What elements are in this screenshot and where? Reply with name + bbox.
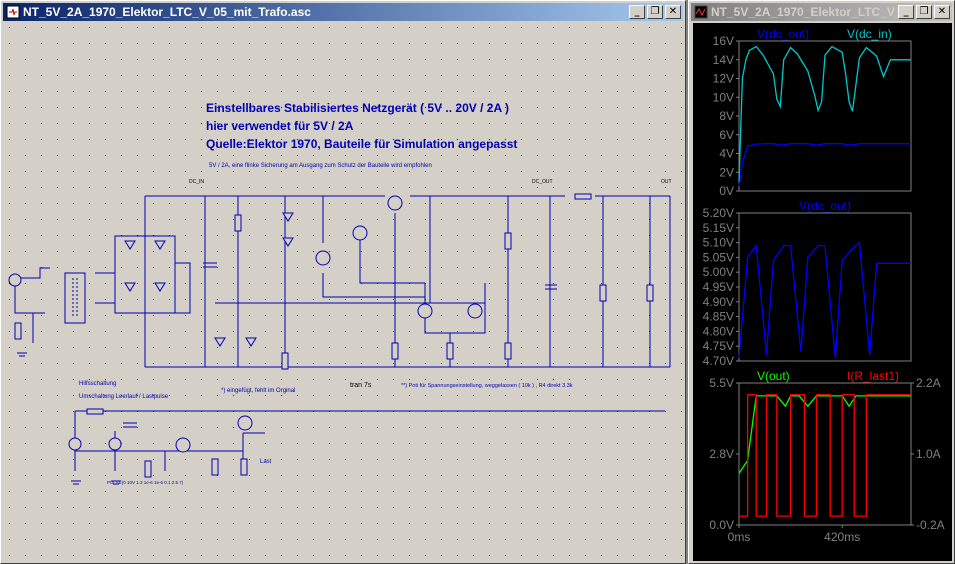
minimize-button[interactable]: _ (629, 5, 645, 19)
note-fuse: 5V / 2A, eine flinke Sicherung am Ausgan… (209, 163, 432, 169)
trace-label[interactable]: V(out) (757, 369, 790, 383)
y-tick-label: 5.00V (703, 265, 734, 279)
y-tick-label: 6V (719, 128, 734, 142)
waveform-window[interactable]: NT_5V_2A_1970_Elektor_LTC_V_05_mit_Trafo… (688, 0, 955, 564)
y-tick-label: 2V (719, 165, 734, 179)
y-tick-label: 5.05V (703, 250, 734, 264)
heading-line-3: Quelle:Elektor 1970, Bauteile für Simula… (206, 137, 517, 151)
trace-label[interactable]: I(R_last1) (847, 369, 899, 383)
y-tick-label: 12V (713, 72, 734, 86)
y-tick-label: 5.15V (703, 221, 734, 235)
y2-tick-label: 2.2A (916, 376, 941, 390)
plot-pane-1-frame[interactable] (738, 40, 912, 192)
minimize-button[interactable]: _ (898, 5, 914, 19)
components (8, 193, 654, 485)
series-line (738, 241, 911, 359)
waveform-title-bar[interactable]: NT_5V_2A_1970_Elektor_LTC_V_05_mit_Trafo… (691, 3, 952, 21)
y2-tick-label: 1.0A (916, 447, 941, 461)
plot-pane-3-frame[interactable] (738, 382, 912, 526)
y-tick-label: 4V (719, 147, 734, 161)
restore-button[interactable]: ❐ (647, 5, 663, 19)
waveform-title: NT_5V_2A_1970_Elektor_LTC_V_05_mit_Trafo… (711, 5, 952, 19)
y-tick-label: 4.85V (703, 310, 734, 324)
trace-label[interactable]: V(dc_in) (847, 27, 892, 41)
series-line (738, 143, 911, 187)
grid-dots (5, 23, 682, 561)
y-tick-label: 10V (713, 90, 734, 104)
note-poti: **) Poti für Spannungseinstellung, wegge… (401, 383, 573, 389)
series-line (738, 395, 911, 474)
y-tick-label: 14V (713, 53, 734, 67)
x-tick-label: 420ms (824, 530, 860, 544)
series-line (739, 394, 911, 517)
waveform-area[interactable]: V(dc_out) V(dc_in) 16V 14V 12V 10V 8V 6V 4V 2V 0V V… (693, 23, 952, 561)
close-button[interactable]: ✕ (665, 5, 681, 19)
schematic-window[interactable]: NT_5V_2A_1970_Elektor_LTC_V_05_mit_Trafo… (0, 0, 686, 564)
close-button[interactable]: ✕ (934, 5, 950, 19)
y-tick-label: 5.5V (709, 376, 734, 390)
series-line (738, 45, 911, 182)
schematic-title-bar[interactable]: NT_5V_2A_1970_Elektor_LTC_V_05_mit_Trafo… (3, 3, 683, 21)
umschalt-label: Umschaltung Leerlauf / Lastpulse (79, 394, 169, 400)
heading-line-2: hier verwendet für 5V / 2A (206, 119, 354, 133)
net-label-dc-out: DC_OUT (532, 179, 553, 185)
y-tick-label: 4.75V (703, 339, 734, 353)
note-inserted: *) eingefügt, fehlt im Orginal (221, 388, 295, 394)
y-tick-label: 8V (719, 109, 734, 123)
tran-directive[interactable]: tran 7s (350, 382, 372, 389)
pulse-label: PULSE(0 10V 1.3 1e-6 1e-6 0.1 2.5 7) (107, 480, 184, 485)
y-tick-label: 4.95V (703, 280, 734, 294)
net-label-dc-in: DC_IN (189, 179, 204, 185)
y-tick-label: 4.80V (703, 324, 734, 338)
y-tick-label: 5.20V (703, 206, 734, 220)
y2-tick-label: -0.2A (916, 518, 945, 532)
hilfs-label: Hilfsschaltung (79, 381, 116, 387)
y-tick-label: 16V (713, 34, 734, 48)
restore-button[interactable]: ❐ (916, 5, 932, 19)
circuit-wires (14, 195, 671, 471)
schematic-canvas[interactable]: Einstellbares Stabilisiertes Netzgerät (… (5, 23, 682, 561)
x-tick-label: 0ms (728, 530, 751, 544)
schematic-title: NT_5V_2A_1970_Elektor_LTC_V_05_mit_Trafo… (23, 5, 311, 19)
trace-label[interactable]: V(dc_out) (757, 27, 809, 41)
y-tick-label: 4.90V (703, 295, 734, 309)
trace-label[interactable]: V(dc_out) (799, 199, 851, 213)
schematic-app-icon (6, 5, 20, 19)
y-tick-label: 2.8V (709, 447, 734, 461)
y-tick-label: 5.10V (703, 236, 734, 250)
load-label: Last (260, 459, 272, 465)
waveform-app-icon (694, 5, 708, 19)
heading-line-1: Einstellbares Stabilisiertes Netzgerät (… (206, 101, 509, 115)
y-tick-label: 0V (719, 184, 734, 198)
y-tick-label: 0.0V (709, 518, 734, 532)
net-label-out: OUT (661, 179, 672, 185)
y-tick-label: 4.70V (703, 354, 734, 368)
